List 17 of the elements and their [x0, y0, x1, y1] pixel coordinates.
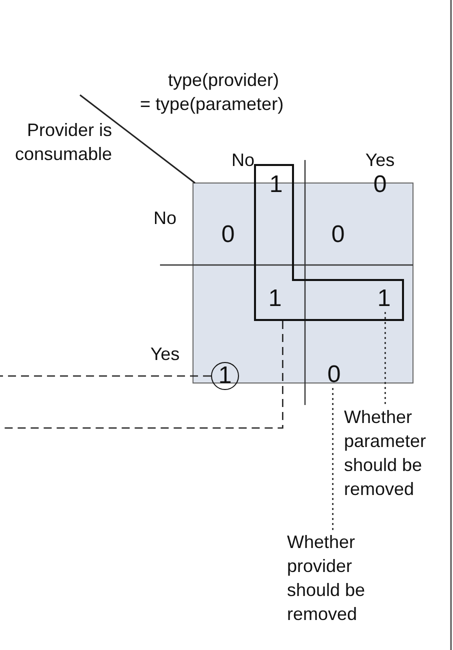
cell-value: 1	[372, 286, 396, 312]
cell-value: 1	[263, 286, 287, 312]
row-heading: No	[152, 207, 178, 230]
circled-value: 1	[211, 362, 239, 390]
dashed-connector	[0, 375, 211, 377]
axis-heading: Provider is consumable	[14, 119, 112, 166]
cell-value: 0	[216, 222, 240, 248]
annotation-text: Whether provider should be removed	[287, 530, 397, 626]
row-heading: Yes	[149, 343, 181, 366]
axis-heading: type(provider) = type(parameter)	[140, 69, 285, 116]
cell-value: 0	[322, 362, 346, 388]
annotation-text: Whether parameter should be removed	[344, 405, 453, 501]
leader-line	[332, 388, 334, 530]
column-heading: No	[230, 149, 256, 172]
leader-line	[384, 312, 386, 405]
cell-value: 0	[326, 222, 350, 248]
column-heading: Yes	[364, 149, 396, 172]
